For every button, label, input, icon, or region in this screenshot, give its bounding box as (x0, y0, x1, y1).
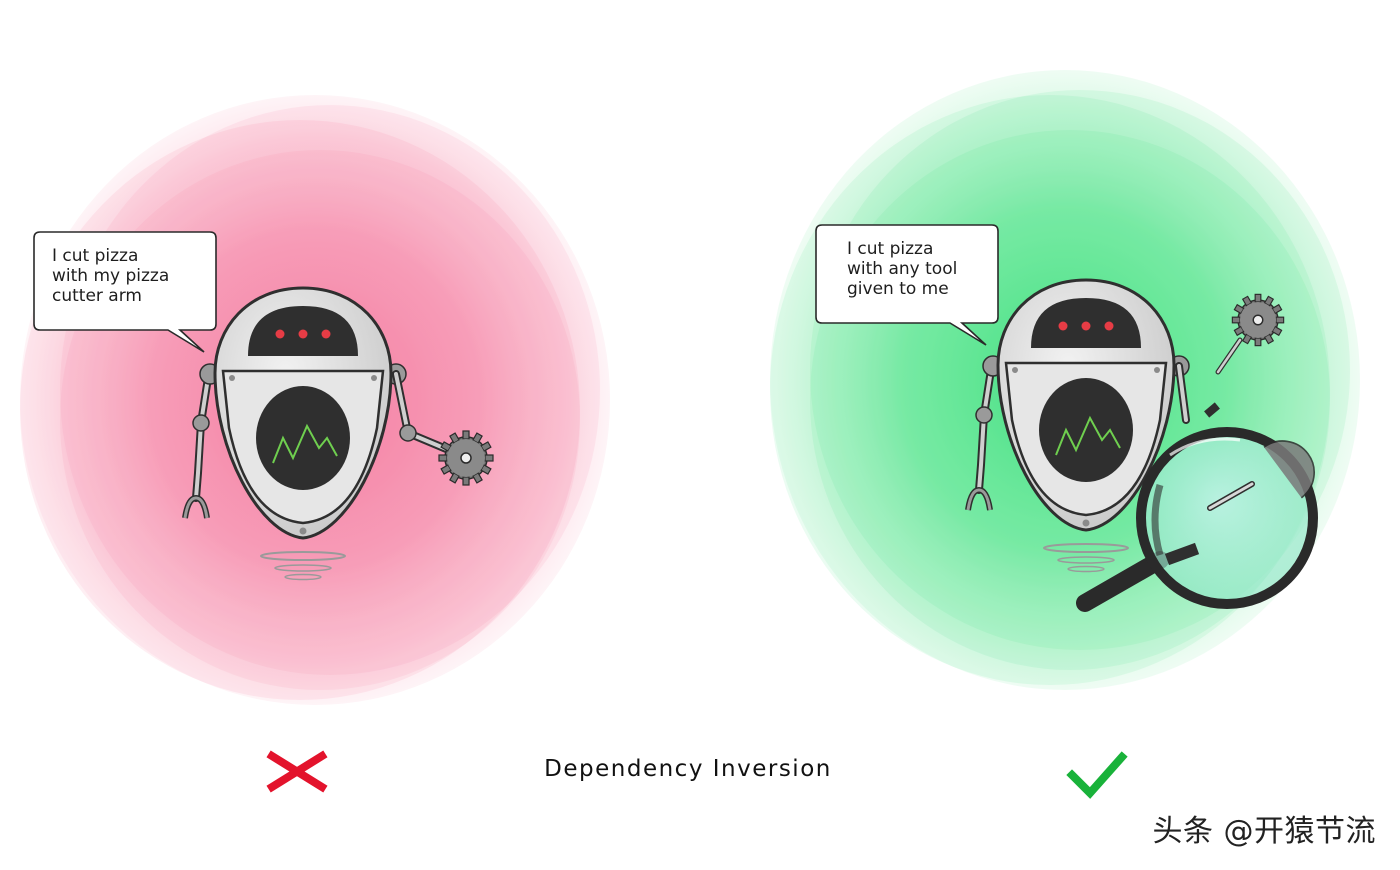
green-check-icon (1066, 751, 1128, 799)
robot-good (968, 280, 1189, 572)
watermark: 头条 @开猿节流 (1152, 814, 1376, 849)
tool-handle-icon (1204, 402, 1220, 418)
interchangeable-tool-icon (1215, 293, 1285, 375)
diagram-title: Dependency Inversion (0, 756, 1400, 788)
speech-text-good: I cut pizza with any tool given to me (847, 239, 958, 299)
magnifying-glass-icon (1076, 427, 1318, 612)
speech-bubble-bad (33, 231, 217, 353)
speech-bubble-good (815, 224, 999, 346)
diagram-title-text: Dependency Inversion (544, 756, 832, 782)
red-cross-icon (266, 750, 328, 793)
speech-text-bad: I cut pizza with my pizza cutter arm (52, 246, 170, 306)
